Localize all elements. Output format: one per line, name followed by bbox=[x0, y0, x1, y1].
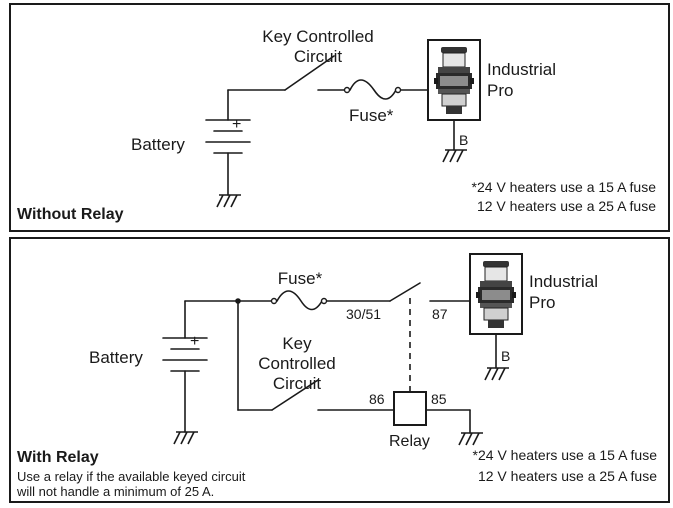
fuse-symbol bbox=[349, 79, 397, 100]
panel-frame bbox=[9, 3, 670, 232]
panel-title: Without Relay bbox=[17, 206, 124, 223]
heater-name-label: Industrial bbox=[529, 272, 598, 291]
panel-without-relay: Key Controlled Circuit Fuse* Battery + I… bbox=[9, 3, 670, 232]
ground-symbol bbox=[173, 431, 199, 445]
ground-symbol bbox=[458, 432, 484, 446]
battery-plus-label: + bbox=[190, 333, 199, 350]
fuse-note: *24 V heaters use a 15 A fuse bbox=[473, 447, 658, 463]
relay-switch-contact bbox=[389, 282, 421, 302]
fuse-terminal-left bbox=[343, 86, 351, 94]
panel-with-relay: Fuse* 30/51 87 Industrial Pro B Battery … bbox=[9, 237, 670, 503]
heater-name-label: Pro bbox=[487, 81, 513, 100]
fuse-note: 12 V heaters use a 25 A fuse bbox=[478, 468, 657, 484]
heater-name-label: Pro bbox=[529, 293, 555, 312]
ground-symbol bbox=[484, 367, 510, 381]
battery-plus-label: + bbox=[232, 116, 241, 133]
key-switch-contact bbox=[284, 55, 335, 91]
key-circuit-label: Key Controlled bbox=[262, 27, 374, 46]
key-circuit-label: Key bbox=[282, 334, 312, 353]
terminal-b-label: B bbox=[459, 132, 468, 148]
terminal-30-51-label: 30/51 bbox=[346, 306, 381, 322]
terminal-86-label: 86 bbox=[369, 391, 385, 407]
relay-box bbox=[393, 391, 427, 426]
fuse-label: Fuse* bbox=[349, 106, 394, 125]
heater-name-label: Industrial bbox=[487, 60, 556, 79]
relay-label: Relay bbox=[389, 433, 430, 450]
fuse-symbol bbox=[276, 290, 323, 311]
fuse-terminal-right bbox=[320, 297, 328, 305]
fuse-label: Fuse* bbox=[278, 269, 323, 288]
key-circuit-label: Circuit bbox=[273, 374, 321, 393]
relay-description: will not handle a minimum of 25 A. bbox=[16, 484, 214, 499]
battery-label: Battery bbox=[89, 348, 143, 367]
fuse-terminal-right bbox=[394, 86, 402, 94]
key-switch-contact bbox=[271, 379, 319, 411]
ground-symbol bbox=[216, 194, 242, 208]
terminal-87-label: 87 bbox=[432, 306, 448, 322]
terminal-85-label: 85 bbox=[431, 391, 447, 407]
fuse-note: 12 V heaters use a 25 A fuse bbox=[477, 198, 656, 214]
ground-symbol bbox=[442, 149, 468, 163]
battery-label: Battery bbox=[131, 135, 185, 154]
key-circuit-label: Circuit bbox=[294, 47, 342, 66]
fuse-note: *24 V heaters use a 15 A fuse bbox=[472, 179, 657, 195]
relay-description: Use a relay if the available keyed circu… bbox=[17, 469, 246, 484]
terminal-b-label: B bbox=[501, 348, 510, 364]
fuse-terminal-left bbox=[270, 297, 278, 305]
panel-frame bbox=[9, 237, 670, 503]
panel-title: With Relay bbox=[17, 449, 99, 466]
key-circuit-label: Controlled bbox=[258, 354, 336, 373]
